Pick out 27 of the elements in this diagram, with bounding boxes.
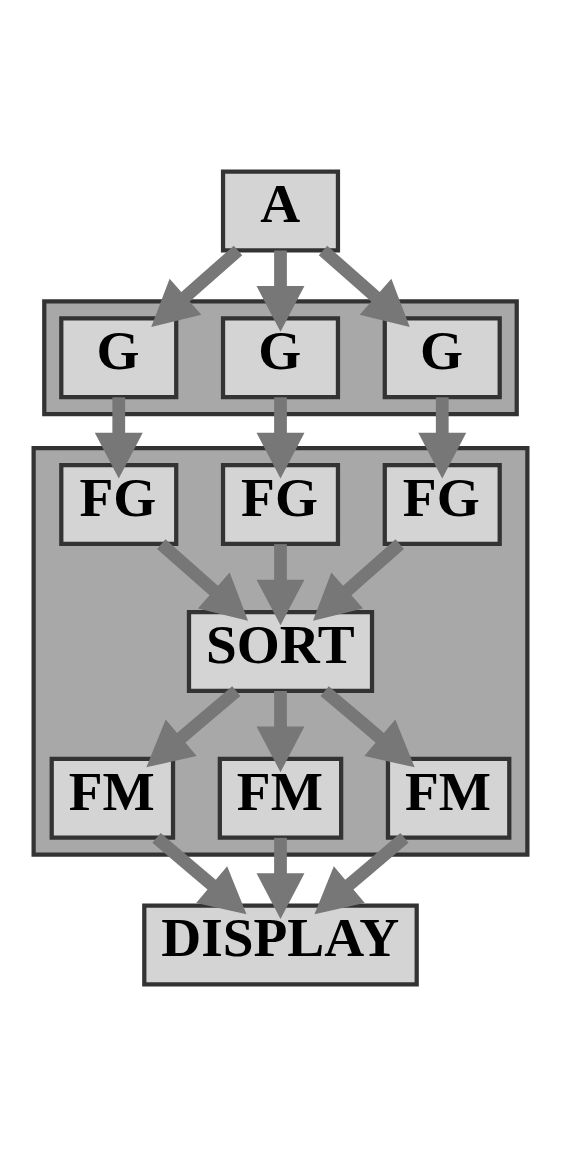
arrow <box>146 685 241 767</box>
node-box: FM <box>49 756 176 840</box>
arrow <box>151 245 243 327</box>
arrow <box>256 543 305 625</box>
arrow <box>313 538 404 621</box>
node-box: FM <box>385 756 512 840</box>
arrow <box>256 690 305 772</box>
cluster <box>42 298 519 416</box>
arrow <box>256 396 305 478</box>
node-box: FG <box>382 462 502 546</box>
arrow <box>94 396 143 478</box>
cluster <box>31 445 530 857</box>
arrow <box>256 249 305 332</box>
node-box: FG <box>220 462 341 546</box>
arrow <box>418 396 467 478</box>
node-box: A <box>220 168 341 252</box>
arrow <box>318 245 410 327</box>
node-box: FG <box>59 462 179 546</box>
node-box: SORT <box>186 609 375 693</box>
node-box: FM <box>217 756 344 840</box>
arrow <box>320 685 415 767</box>
node-box: DISPLAY <box>142 903 419 987</box>
node-box: G <box>220 315 341 399</box>
arrow <box>256 837 305 919</box>
arrow <box>157 538 248 621</box>
node-box: G <box>382 315 502 399</box>
node-box: G <box>59 315 179 399</box>
